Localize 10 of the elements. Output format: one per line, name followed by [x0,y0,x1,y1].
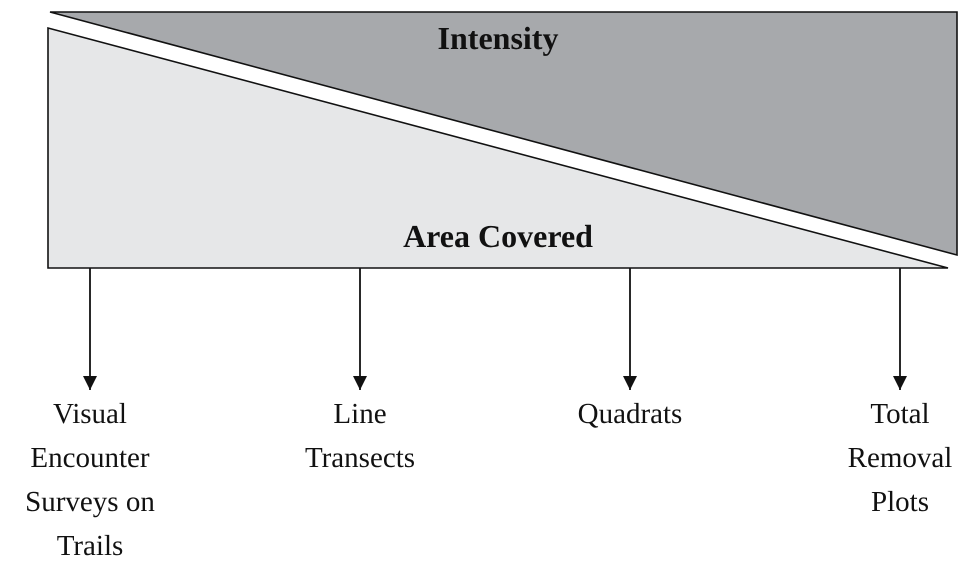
arrow [83,268,97,390]
arrow [893,268,907,390]
arrow [353,268,367,390]
method-label: Visual Encounter Surveys on Trails [20,392,160,561]
triangle-label: Area Covered [403,218,593,255]
arrow [623,268,637,390]
method-label: Total Removal Plots [834,392,966,524]
triangle-label: Intensity [438,20,558,57]
method-label: Line Transects [285,392,435,480]
method-label: Quadrats [555,392,705,436]
